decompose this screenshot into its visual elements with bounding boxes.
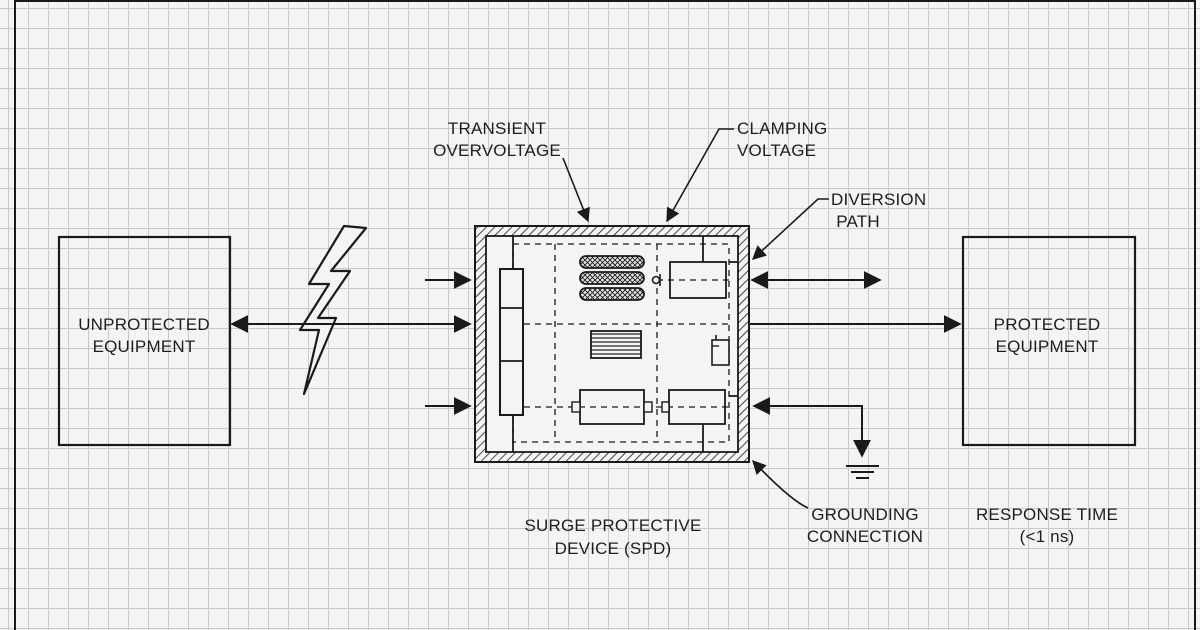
- lightning-bolt-icon: [298, 224, 368, 396]
- varistor-stack: [499, 268, 524, 416]
- spd-label: SURGE PROTECTIVE DEVICE (SPD): [524, 516, 701, 558]
- protected-equipment-label-line1: PROTECTED: [994, 315, 1101, 334]
- diversion-label-line2: PATH: [836, 212, 880, 231]
- top-right-component: [651, 261, 727, 299]
- bottom-resistor: [571, 389, 653, 425]
- spd-label-line1: SURGE PROTECTIVE: [524, 516, 701, 535]
- mov-discs: [579, 255, 645, 301]
- grounding-connection-callout: GROUNDING CONNECTION: [752, 459, 923, 546]
- center-block: [590, 330, 642, 359]
- unprotected-equipment-label-line2: EQUIPMENT: [93, 337, 196, 356]
- diversion-label-line1: DIVERSION: [831, 190, 926, 209]
- response-time-label: RESPONSE TIME (<1 ns): [976, 505, 1118, 546]
- response-label-line1: RESPONSE TIME: [976, 505, 1118, 524]
- bottom-right-component: [661, 389, 726, 425]
- transient-label-line2: OVERVOLTAGE: [433, 141, 561, 160]
- grounding-label-line2: CONNECTION: [807, 527, 923, 546]
- grounding-label-line1: GROUNDING: [811, 505, 919, 524]
- protected-equipment-box: PROTECTED EQUIPMENT: [961, 235, 1137, 447]
- small-capacitor: [711, 335, 730, 366]
- clamping-label-line2: VOLTAGE: [737, 141, 816, 160]
- transient-overvoltage-callout: TRANSIENT OVERVOLTAGE: [433, 119, 590, 223]
- diversion-path-callout: DIVERSION PATH: [751, 190, 926, 260]
- protected-equipment-label-line2: EQUIPMENT: [996, 337, 1099, 356]
- unprotected-equipment-box: UNPROTECTED EQUIPMENT: [57, 235, 232, 447]
- spd-device: [474, 225, 750, 463]
- transient-label-line1: TRANSIENT: [448, 119, 546, 138]
- response-label-line2: (<1 ns): [1020, 527, 1075, 546]
- drawing-frame: [14, 0, 1196, 630]
- ground-return-arrow: [752, 397, 871, 458]
- spd-label-line2: DEVICE (SPD): [555, 539, 672, 558]
- unprotected-equipment-label-line1: UNPROTECTED: [78, 315, 210, 334]
- clamping-label-line1: CLAMPING: [737, 119, 827, 138]
- clamping-voltage-callout: CLAMPING VOLTAGE: [666, 119, 827, 223]
- ground-symbol-icon: [846, 465, 879, 479]
